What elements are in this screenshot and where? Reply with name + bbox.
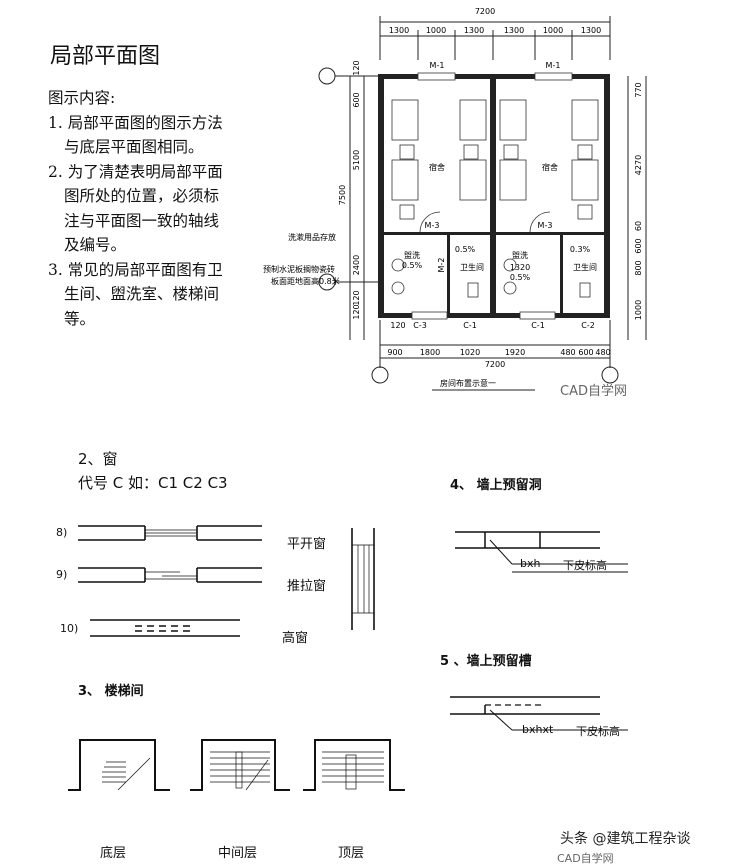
notes-heading: 图示内容:: [48, 89, 116, 107]
dim-top: 1300: [464, 26, 484, 35]
door-label: M-1: [546, 61, 561, 70]
window-label: C-1: [463, 321, 477, 330]
dim-bottom: 1920: [505, 348, 525, 357]
dim-left-small: 120: [352, 60, 361, 75]
window-num: 8): [56, 526, 68, 539]
notes-block: 图示内容: 1. 局部平面图的图示方法 与底层平面图相同。 2. 为了清楚表明局…: [48, 86, 288, 331]
dim-right: 800: [634, 260, 643, 275]
note-line: 2. 为了清楚表明局部平面: [48, 162, 223, 181]
slot-size: bxhxt: [522, 723, 554, 736]
dim-total-top: 7200: [475, 7, 495, 16]
room-label: 卫生间: [573, 262, 597, 272]
dim-right: 600: [634, 238, 643, 253]
note-line: 及编号。: [64, 236, 127, 254]
dim-top: 1300: [504, 26, 524, 35]
stair-label: 顶层: [338, 846, 365, 861]
window-type-label: 推拉窗: [287, 579, 327, 594]
dim-top: 1300: [389, 26, 409, 35]
watermark: 头条 @建筑工程杂谈: [560, 831, 691, 847]
window-heading: 2、窗: [78, 450, 118, 468]
note-line: 等。: [64, 309, 96, 328]
door-label: M-1: [430, 61, 445, 70]
slope-label: 0.5%: [455, 245, 476, 254]
dim-bottom: 1020: [460, 348, 480, 357]
dim-bottom: 1800: [420, 348, 440, 357]
room-label: 卫生间: [460, 262, 484, 272]
dim-bottom: 480: [560, 348, 575, 357]
plan-note: 预制水泥板搁物瓷砖: [263, 264, 335, 274]
dim-total-bottom: 7200: [485, 360, 505, 369]
dim-right: 4270: [634, 155, 643, 175]
window-code-line: 代号 C 如：C1 C2 C3: [78, 474, 228, 492]
plan-note: 板面距地面高0.8米: [271, 276, 340, 286]
watermark: CAD自学网: [557, 852, 614, 865]
slot-note: 下皮标高: [576, 725, 620, 738]
note-line: 注与平面图一致的轴线: [64, 211, 220, 230]
dim-top: 1000: [543, 26, 563, 35]
note-line: 与底层平面图相同。: [64, 138, 204, 156]
dim-left: 600: [352, 92, 361, 107]
room-label: 宿舍: [542, 162, 558, 172]
dim-left: 5100: [352, 150, 361, 170]
slope-label: 0.5%: [402, 261, 423, 270]
window-label: C-2: [581, 321, 595, 330]
stair-label: 底层: [100, 846, 127, 861]
door-label: M-3: [425, 221, 440, 230]
note-line: 生间、盥洗室、楼梯间: [64, 285, 220, 303]
slot-heading: 5 、墙上预留槽: [440, 654, 532, 669]
window-num: 9): [56, 568, 68, 581]
window-label: C-1: [531, 321, 545, 330]
dim-label: 1320: [510, 263, 530, 272]
window-num: 10): [60, 622, 79, 635]
door-label: M-3: [538, 221, 553, 230]
dim-right: 1000: [634, 300, 643, 320]
window-label: C-3: [413, 321, 427, 330]
dim-top: 1300: [581, 26, 601, 35]
dim-bottom: 480: [595, 348, 610, 357]
slope-label: 0.5%: [510, 273, 531, 282]
dim-bottom: 600: [578, 348, 593, 357]
stair-label: 中间层: [218, 846, 258, 861]
slope-label: 0.3%: [570, 245, 591, 254]
note-line: 3. 常见的局部平面图有卫: [48, 260, 223, 279]
dim-left: 120: [352, 304, 361, 319]
dim-bottom: 900: [387, 348, 402, 357]
page-title: 局部平面图: [50, 44, 161, 69]
dim-left: 2400: [352, 255, 361, 275]
window-type-label: 高窗: [282, 631, 309, 646]
stairs-heading: 3、 楼梯间: [78, 684, 144, 699]
dim-top: 1000: [426, 26, 446, 35]
hole-note: 下皮标高: [563, 559, 607, 572]
room-label: 盥洗: [512, 250, 528, 260]
dim-right: 770: [634, 82, 643, 97]
room-label: 盥洗: [404, 250, 420, 260]
dim-label: 120: [390, 321, 405, 330]
plan-note: 洗漱用品存放: [288, 232, 336, 242]
hole-heading: 4、 墙上预留洞: [450, 478, 542, 493]
door-label: M-2: [437, 258, 446, 273]
dim-left: 120: [352, 290, 361, 305]
window-type-label: 平开窗: [287, 537, 327, 552]
hole-size: bxh: [520, 557, 541, 570]
note-line: 图所处的位置，必须标: [64, 187, 220, 205]
note-line: 1. 局部平面图的图示方法: [48, 113, 223, 132]
dim-left-total: 7500: [338, 185, 347, 205]
plan-caption: 房间布置示意一: [440, 378, 496, 388]
room-label: 宿舍: [429, 162, 445, 172]
dim-right: 60: [634, 221, 643, 231]
watermark: CAD自学网: [560, 384, 627, 399]
